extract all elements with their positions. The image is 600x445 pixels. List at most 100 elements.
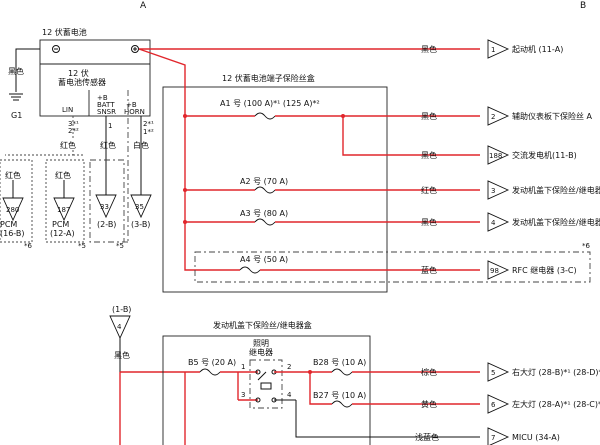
fuse-a1-label: A1 号 (100 A)*¹ (125 A)*² bbox=[220, 99, 320, 108]
svg-text:3: 3 bbox=[491, 187, 495, 195]
input-4-pin: 4 bbox=[117, 323, 122, 331]
connector-33-ref: (2-B) bbox=[97, 220, 116, 229]
right-connector-1: 黑色 1 起动机 (11-A) bbox=[421, 39, 563, 59]
connector-33-icon bbox=[95, 194, 117, 219]
fuse-a2-label: A2 号 (70 A) bbox=[240, 177, 288, 186]
svg-text:蓝色: 蓝色 bbox=[421, 265, 437, 275]
svg-text:黑色: 黑色 bbox=[421, 111, 437, 121]
pcm2-connector-icon bbox=[53, 197, 75, 222]
right-connector-188: 黑色 188 交流发电机(11-B) bbox=[421, 145, 577, 165]
right-connector-98: 蓝色 98 RFC 继电器 (3-C) bbox=[421, 260, 577, 280]
svg-text:浅蓝色: 浅蓝色 bbox=[415, 432, 439, 442]
fuse-a3-label: A3 号 (80 A) bbox=[240, 209, 288, 218]
underhood-box-title: 发动机盖下保险丝/继电器盒 bbox=[213, 320, 312, 330]
connector-33-pin: 33 bbox=[100, 203, 109, 211]
pin-batt-plus: +B bbox=[97, 94, 108, 102]
svg-text:1: 1 bbox=[491, 46, 495, 54]
battery-positive-terminal bbox=[131, 45, 139, 53]
pcm2-name: PCM bbox=[52, 220, 69, 229]
ground-wire bbox=[15, 48, 40, 92]
battery-label: 12 伏蓄电池 bbox=[42, 27, 87, 37]
relay-label-line2: 继电器 bbox=[249, 347, 273, 357]
right-connector-6: 黄色 6 左大灯 (28-A)*¹ (28-C)* bbox=[421, 394, 600, 414]
battery-negative-terminal bbox=[52, 45, 60, 53]
input-4-connector-icon bbox=[109, 315, 131, 340]
svg-text:右大灯 (28-B)*¹ (28-D)*: 右大灯 (28-B)*¹ (28-D)* bbox=[512, 367, 600, 377]
pcm1-pin: 280 bbox=[6, 206, 19, 214]
right-connector-2: 黑色 2 辅助仪表板下保险丝 A bbox=[421, 106, 593, 126]
svg-text:发动机盖下保险丝/继电器: 发动机盖下保险丝/继电器 bbox=[512, 185, 600, 195]
pcm1-ref: (16-B) bbox=[0, 229, 25, 238]
connector-arrow-icon bbox=[487, 212, 510, 232]
relay-pin-3: 3 bbox=[241, 391, 245, 399]
relay-pin-4: 4 bbox=[287, 391, 292, 399]
relay-label-line1: 照明 bbox=[253, 339, 269, 348]
connector-arrow-icon bbox=[487, 180, 510, 200]
connector-arrow-icon bbox=[487, 39, 510, 59]
input-4-ref: (1-B) bbox=[112, 305, 131, 314]
pin-lin: LIN bbox=[62, 106, 73, 114]
battery-sensor-box bbox=[39, 39, 151, 117]
horn-pins: 2*¹ bbox=[143, 120, 154, 128]
svg-text:5: 5 bbox=[491, 369, 495, 377]
snsr-wire-color: 红色 bbox=[100, 140, 116, 150]
column-marker-b: B bbox=[580, 1, 586, 11]
svg-text:7: 7 bbox=[491, 434, 495, 442]
svg-text:RFC 继电器 (3-C): RFC 继电器 (3-C) bbox=[512, 265, 577, 275]
pcm2-note: *5 bbox=[78, 242, 86, 250]
connector-arrow-icon bbox=[487, 427, 510, 445]
svg-text:红色: 红色 bbox=[421, 185, 437, 195]
svg-text:黄色: 黄色 bbox=[421, 399, 437, 409]
svg-text:98: 98 bbox=[490, 267, 499, 275]
fuse-b5-symbol bbox=[199, 368, 221, 376]
pcm2-ref: (12-A) bbox=[50, 229, 75, 238]
fuse-b28-symbol bbox=[331, 368, 353, 376]
svg-text:188: 188 bbox=[489, 152, 502, 160]
svg-text:起动机 (11-A): 起动机 (11-A) bbox=[512, 44, 563, 54]
svg-text:发动机盖下保险丝/继电器: 发动机盖下保险丝/继电器 bbox=[512, 217, 600, 227]
pcm1-name: PCM bbox=[0, 220, 17, 229]
pcm1-wire-color: 红色 bbox=[5, 170, 21, 180]
connector-arrow-icon bbox=[487, 106, 510, 126]
ground-wire-color: 黑色 bbox=[8, 66, 24, 76]
horn-wire-color: 白色 bbox=[133, 140, 149, 150]
pcm2-wire-color: 红色 bbox=[55, 170, 71, 180]
svg-text:辅助仪表板下保险丝 A: 辅助仪表板下保险丝 A bbox=[512, 111, 593, 121]
battery-sensor-label-line2: 蓄电池传感器 bbox=[58, 77, 106, 87]
battery-sensor-label-line1: 12 伏 bbox=[68, 68, 89, 78]
svg-text:棕色: 棕色 bbox=[421, 367, 437, 377]
column-marker-a: A bbox=[140, 1, 147, 11]
svg-text:交流发电机(11-B): 交流发电机(11-B) bbox=[512, 150, 577, 160]
snsr-pin: 1 bbox=[108, 122, 112, 130]
option-dashed-box bbox=[194, 251, 591, 283]
option-note: *6 bbox=[582, 242, 591, 250]
svg-text:2: 2 bbox=[491, 113, 495, 121]
connector-35-icon bbox=[130, 194, 152, 219]
horn-pins-2: 1*² bbox=[143, 128, 154, 136]
pcm1-connector-icon bbox=[2, 197, 24, 222]
pin-horn-plus: +B bbox=[126, 101, 137, 109]
pin-batt: BATT bbox=[97, 101, 115, 109]
fuse-a3-symbol bbox=[254, 218, 276, 226]
connector-arrow-icon bbox=[487, 362, 510, 382]
svg-text:黑色: 黑色 bbox=[421, 217, 437, 227]
input-4-wire-color: 黑色 bbox=[114, 350, 130, 360]
fuse-a4-symbol bbox=[239, 266, 261, 274]
svg-text:左大灯 (28-A)*¹ (28-C)*: 左大灯 (28-A)*¹ (28-C)* bbox=[512, 399, 600, 409]
svg-text:黑色: 黑色 bbox=[421, 44, 437, 54]
fuse-a2-symbol bbox=[254, 186, 276, 194]
lin-pin-numbers-2: 2*² bbox=[68, 127, 79, 135]
relay-pin-1: 1 bbox=[241, 363, 245, 371]
underhood-fuse-box bbox=[162, 335, 371, 445]
ground-label: G1 bbox=[11, 111, 22, 120]
fuse-b5-label: B5 号 (20 A) bbox=[188, 358, 236, 367]
connector-arrow-icon bbox=[487, 394, 510, 414]
terminal-fuse-box-title: 12 伏蓄电池端子保险丝盒 bbox=[222, 73, 315, 83]
right-connector-3: 红色 3 发动机盖下保险丝/继电器 bbox=[421, 180, 600, 200]
svg-text:MICU (34-A): MICU (34-A) bbox=[512, 433, 560, 442]
svg-text:黑色: 黑色 bbox=[421, 150, 437, 160]
battery-bus-wire bbox=[138, 48, 240, 271]
fuse-a4-label: A4 号 (50 A) bbox=[240, 255, 288, 264]
svg-text:6: 6 bbox=[491, 401, 496, 409]
